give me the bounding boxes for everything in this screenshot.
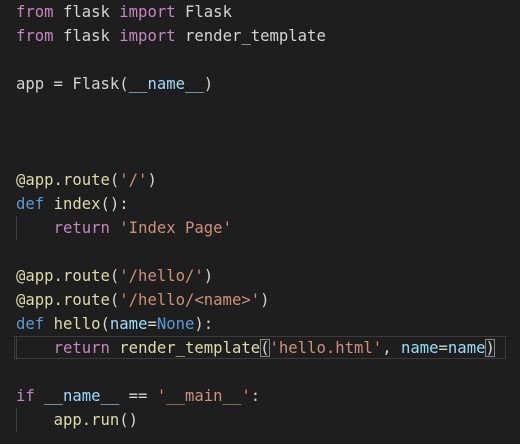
code-token: import xyxy=(119,27,176,45)
code-token: ( xyxy=(109,291,120,309)
code-token: = xyxy=(44,75,73,93)
code-token: if xyxy=(16,387,35,405)
code-line[interactable]: from flask import Flask xyxy=(0,0,520,24)
code-token: app xyxy=(16,75,45,93)
code-token xyxy=(35,387,44,405)
code-token: render_template xyxy=(175,27,326,45)
code-token: None xyxy=(156,315,195,333)
code-token: ) xyxy=(203,75,214,93)
code-line[interactable]: if __name__ == '__main__': xyxy=(0,384,520,408)
code-line[interactable]: def index(): xyxy=(0,192,520,216)
code-line[interactable]: @app.route('/hello/') xyxy=(0,264,520,288)
code-line[interactable]: return render_template('hello.html', nam… xyxy=(0,336,520,360)
code-line[interactable] xyxy=(0,96,520,120)
code-line[interactable] xyxy=(0,240,520,264)
code-token: flask xyxy=(53,3,120,21)
code-line[interactable]: @app.route('/hello/<name>') xyxy=(0,288,520,312)
code-token: ( xyxy=(119,75,129,93)
code-token: ) xyxy=(203,267,214,285)
code-token: : xyxy=(250,387,261,405)
code-token: ): xyxy=(194,315,214,333)
code-token: , xyxy=(382,339,401,357)
code-token: flask xyxy=(53,27,120,45)
current-line-highlight xyxy=(14,336,506,359)
code-token: app.run xyxy=(53,411,120,429)
code-token xyxy=(16,219,54,237)
code-line[interactable]: return 'Index Page' xyxy=(0,216,520,240)
code-token: @app.route xyxy=(16,291,110,309)
code-token: return xyxy=(53,219,110,237)
code-token: @app.route xyxy=(16,171,110,189)
code-token: def xyxy=(16,315,45,333)
code-line[interactable]: def hello(name=None): xyxy=(0,312,520,336)
code-token: ) xyxy=(147,171,157,189)
code-token: name xyxy=(447,339,486,357)
code-token: from xyxy=(16,27,54,45)
code-token: 'hello.html' xyxy=(269,339,383,357)
code-token: () xyxy=(119,411,139,429)
code-token xyxy=(16,411,54,429)
code-token: return xyxy=(53,339,110,357)
code-token: __name__ xyxy=(44,387,120,405)
code-token: ) xyxy=(260,291,270,309)
code-token: (): xyxy=(100,195,129,213)
indent-guide xyxy=(16,408,17,432)
code-line[interactable]: from flask import render_template xyxy=(0,24,520,48)
code-line[interactable] xyxy=(0,144,520,168)
code-token: name xyxy=(109,315,148,333)
code-token: = xyxy=(438,339,448,357)
code-token: = xyxy=(147,315,157,333)
code-token: '/' xyxy=(119,171,148,189)
code-token: 'Index Page' xyxy=(119,219,232,237)
code-token: hello xyxy=(53,315,101,333)
code-token: import xyxy=(119,3,176,21)
code-token: render_template xyxy=(119,339,261,357)
code-line[interactable]: app.run() xyxy=(0,408,520,432)
indent-guide xyxy=(16,216,17,240)
code-token: '__main__' xyxy=(156,387,251,405)
code-token: ( xyxy=(100,315,110,333)
code-line[interactable] xyxy=(0,120,520,144)
code-line[interactable]: app = Flask(__name__) xyxy=(0,72,520,96)
code-token: '/hello/' xyxy=(119,267,204,285)
code-token: '/hello/<name>' xyxy=(119,291,261,309)
matched-bracket: ) xyxy=(485,339,495,357)
code-line[interactable] xyxy=(0,360,520,384)
code-token: @app.route xyxy=(16,267,110,285)
code-token: index xyxy=(53,195,101,213)
code-token xyxy=(110,219,119,237)
code-token: == xyxy=(119,387,157,405)
indent-guide xyxy=(16,336,17,360)
code-token: Flask xyxy=(175,3,232,21)
code-token: ( xyxy=(109,171,120,189)
code-token xyxy=(44,315,53,333)
code-token: __name__ xyxy=(128,75,204,93)
code-token: ( xyxy=(109,267,120,285)
matched-bracket: ( xyxy=(260,339,270,357)
code-token: Flask xyxy=(72,75,120,93)
code-token xyxy=(44,195,53,213)
code-token: def xyxy=(16,195,45,213)
code-line[interactable]: @app.route('/') xyxy=(0,168,520,192)
code-token: name xyxy=(400,339,439,357)
code-line[interactable] xyxy=(0,48,520,72)
code-token: from xyxy=(16,3,54,21)
